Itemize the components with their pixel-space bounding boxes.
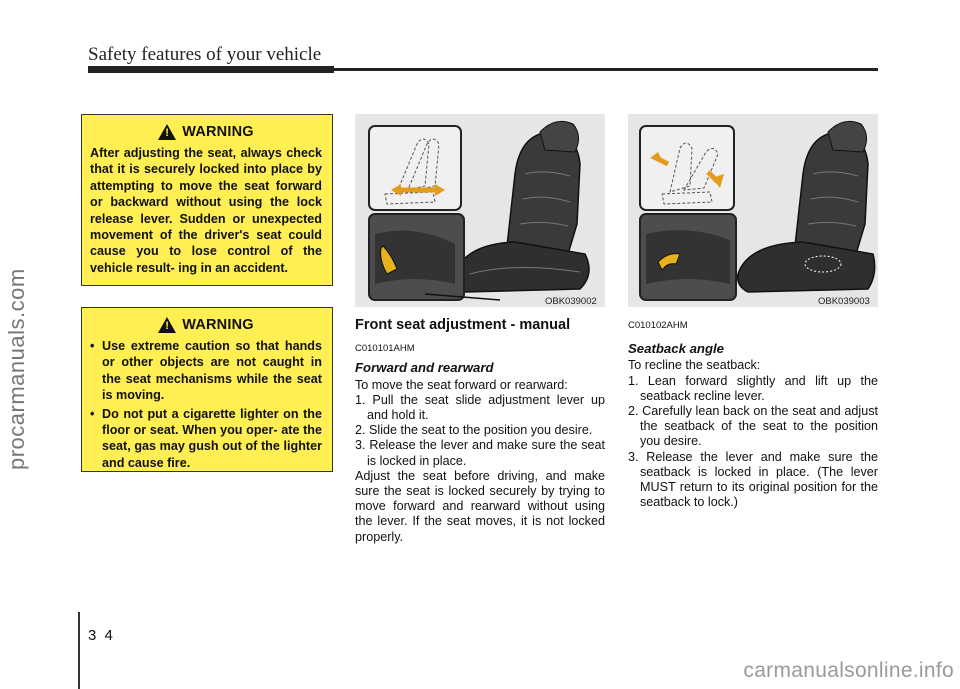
section-code: C010102AHM <box>628 320 688 331</box>
warning-list-item: Do not put a cigarette lighter on the fl… <box>90 406 322 472</box>
side-watermark: procarmanuals.com <box>4 268 29 470</box>
warning-box-seat-lock: ! WARNING After adjusting the seat, alwa… <box>81 114 333 286</box>
step-item: 3. Release the lever and make sure the s… <box>355 438 605 468</box>
warning-box-seat-mechanism: ! WARNING Use extreme caution so that ha… <box>81 307 333 472</box>
header-rule <box>88 68 878 71</box>
page-header-title: Safety features of your vehicle <box>88 44 322 65</box>
warning-title: WARNING <box>182 124 254 140</box>
section-intro: To move the seat forward or rearward: <box>355 377 568 392</box>
page-number: 3 4 <box>88 627 115 644</box>
warning-heading: ! WARNING <box>90 124 322 140</box>
warning-list-item: Use extreme caution so that hands or oth… <box>90 338 322 404</box>
warning-triangle-icon: ! <box>158 317 177 333</box>
section-subtitle: Seatback angle <box>628 341 725 357</box>
figure-code: OBK039003 <box>818 296 870 307</box>
seatback-angle-illustration <box>628 114 878 307</box>
section-subtitle: Forward and rearward <box>355 360 494 376</box>
section-title: Front seat adjustment - manual <box>355 317 571 333</box>
step-item: 3. Release the lever and make sure the s… <box>628 449 878 510</box>
warning-text: After adjusting the seat, always check t… <box>90 146 322 275</box>
warning-heading: ! WARNING <box>90 317 322 333</box>
step-item: 1. Pull the seat slide adjustment lever … <box>355 392 605 423</box>
figure-code: OBK039002 <box>545 296 597 307</box>
section-note: Adjust the seat before driving, and make… <box>355 468 605 544</box>
step-list: 1. Pull the seat slide adjustment lever … <box>355 393 605 469</box>
header-rule-accent <box>88 66 334 73</box>
seatback-angle-section: C010102AHM Seatback angle To recline the… <box>628 318 878 510</box>
step-item: 2. Slide the seat to the position you de… <box>355 423 593 438</box>
warning-title: WARNING <box>182 317 254 333</box>
section-intro: To recline the seatback: <box>628 358 761 373</box>
section-code: C010101AHM <box>355 343 415 355</box>
seat-slide-illustration <box>355 114 605 307</box>
step-item: 2. Carefully lean back on the seat and a… <box>628 404 878 449</box>
warning-triangle-icon: ! <box>158 124 177 140</box>
step-item: 1. Lean forward slightly and lift up the… <box>628 373 878 403</box>
warning-list: Use extreme caution so that hands or oth… <box>90 338 322 471</box>
step-list: 1. Lean forward slightly and lift up the… <box>628 374 878 511</box>
bottom-watermark: carmanualsonline.info <box>743 659 954 682</box>
page-number-rule <box>78 612 80 689</box>
front-seat-adjustment-section: Front seat adjustment - manual C010101AH… <box>355 317 605 545</box>
